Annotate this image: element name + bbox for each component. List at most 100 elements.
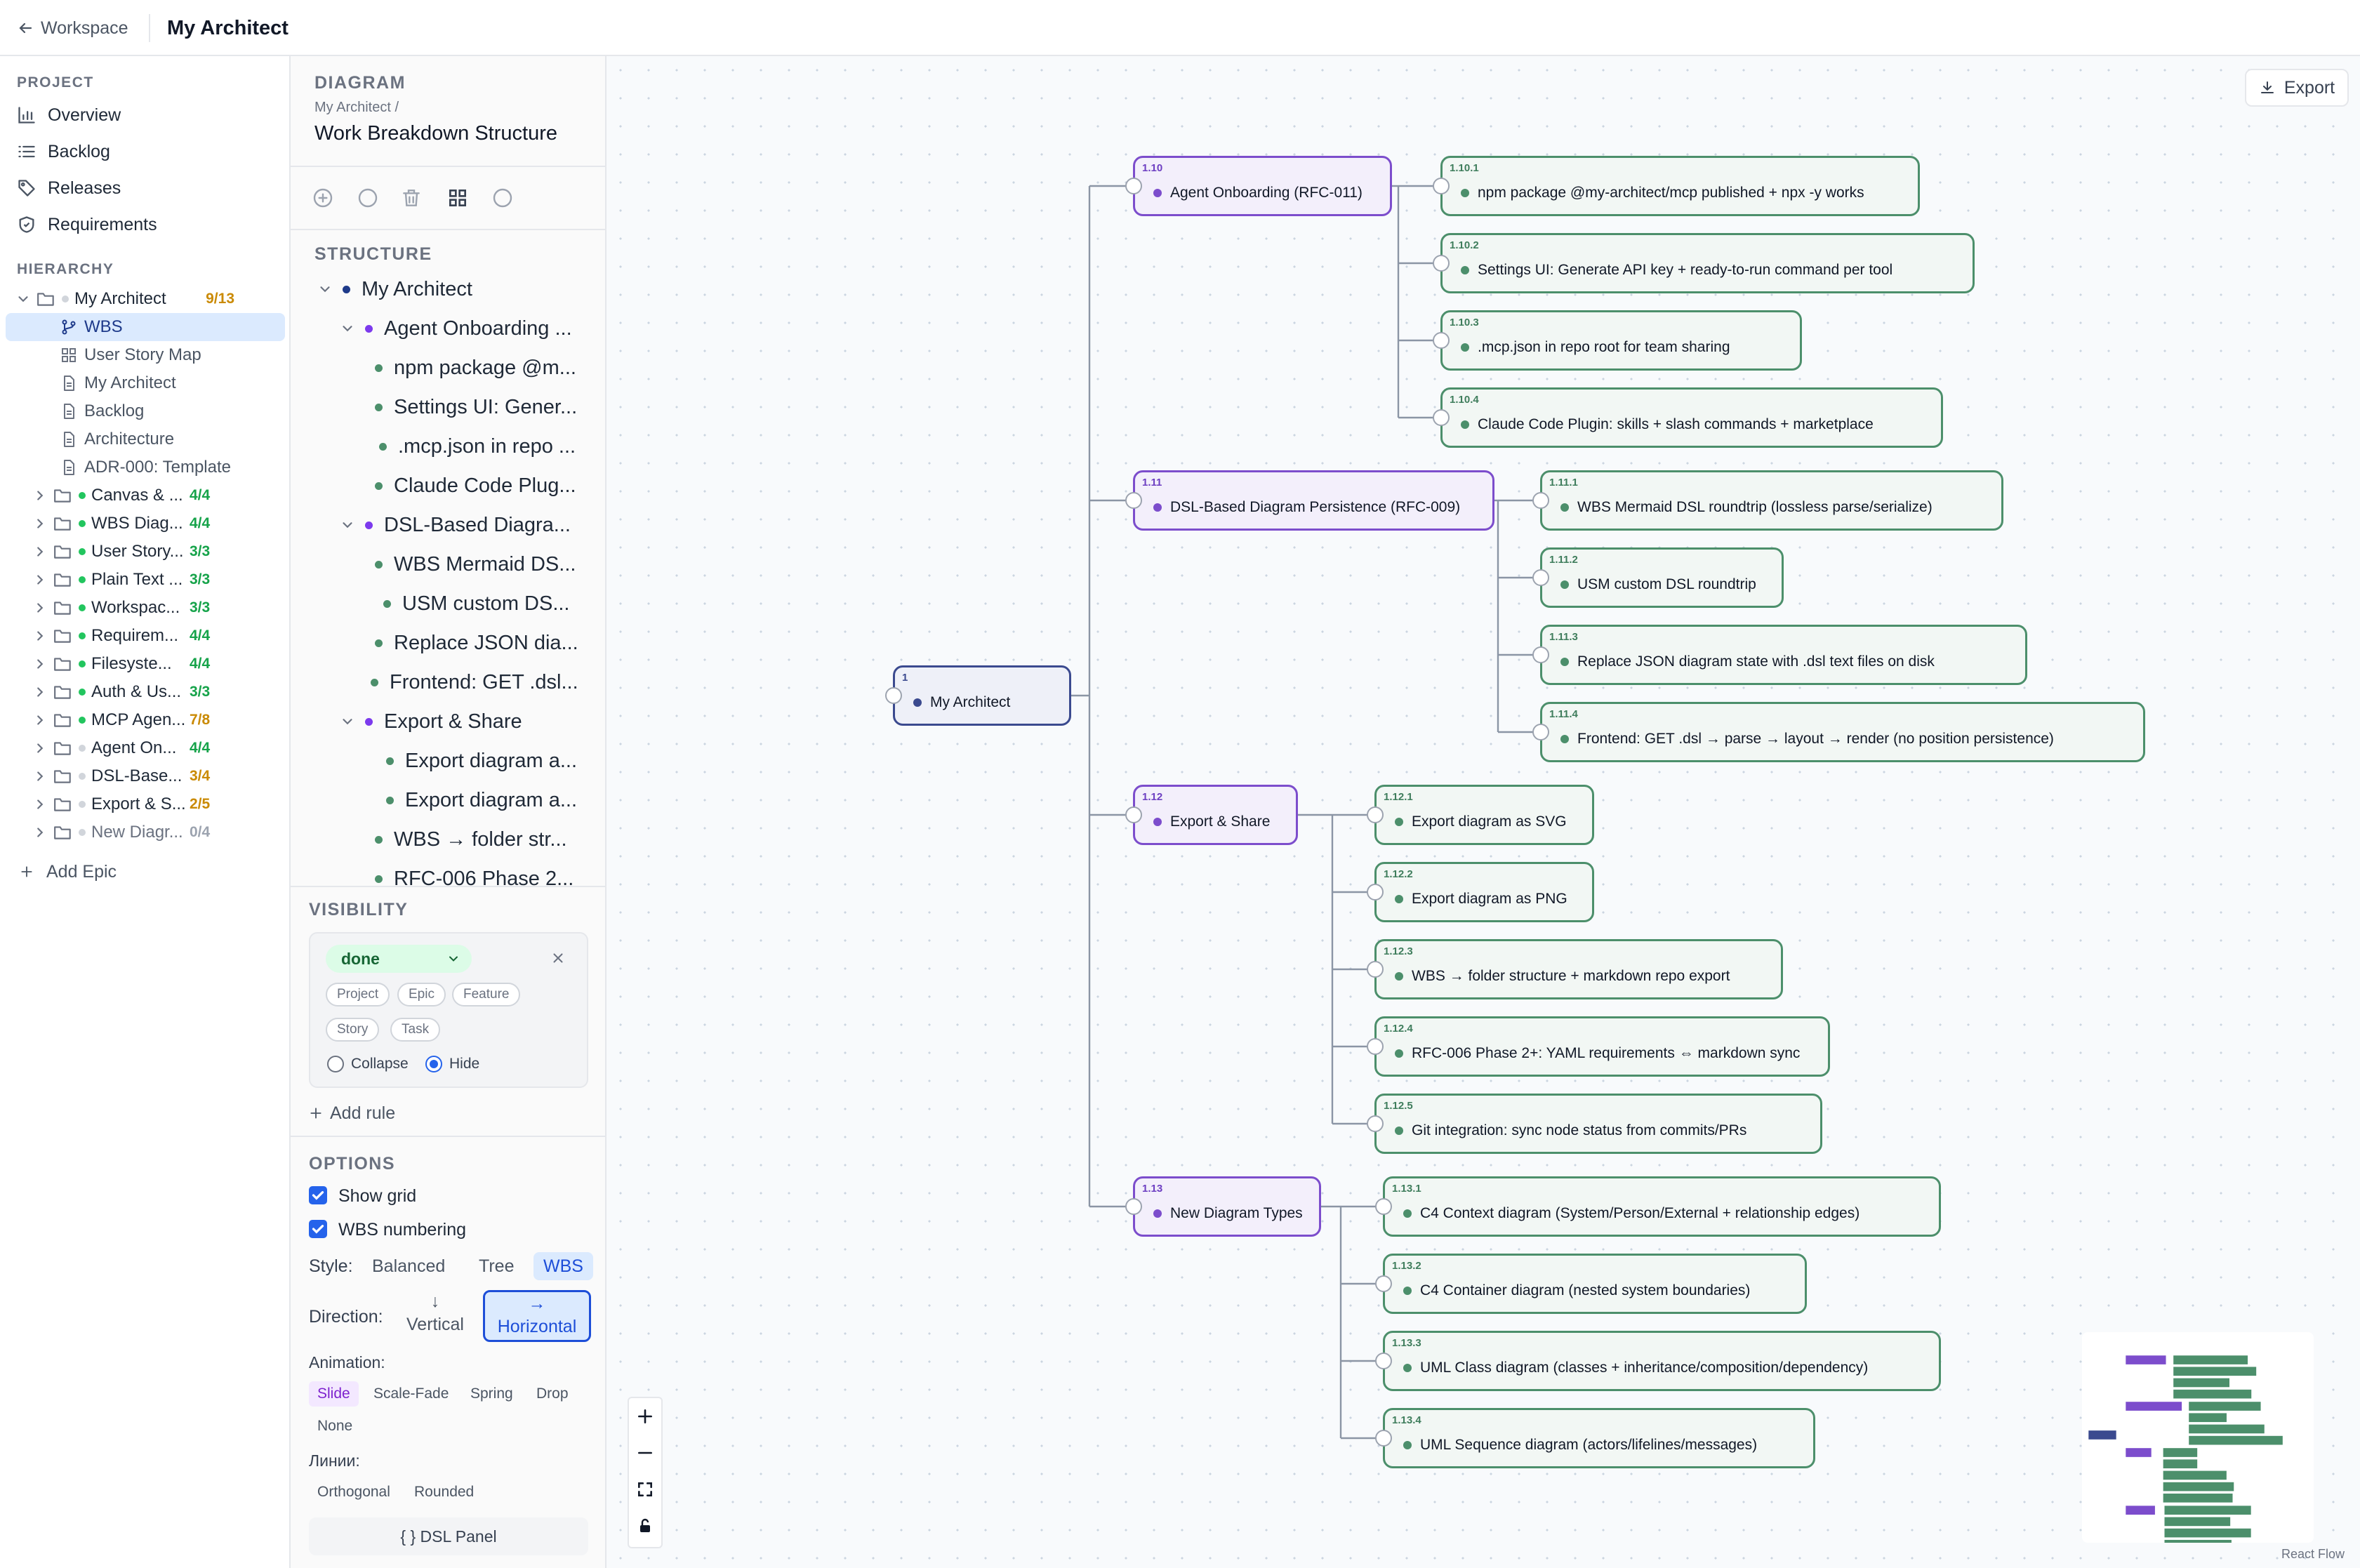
hierarchy-item-wbs[interactable] [6, 313, 285, 341]
lock-button[interactable] [629, 1508, 661, 1544]
connection-handle[interactable] [1125, 492, 1142, 509]
type-chip-task[interactable]: Task [390, 1018, 441, 1042]
export-button[interactable]: Export [2245, 69, 2349, 107]
animation-option-slide[interactable]: Slide [309, 1381, 359, 1407]
connection-handle[interactable] [1375, 1430, 1392, 1447]
hierarchy-item-user-story-map[interactable]: User Story Map [60, 341, 201, 369]
add-rule-button[interactable]: Add rule [309, 1101, 395, 1126]
hierarchy-item-wbs-row[interactable]: WBS [60, 313, 123, 341]
zoom-in-button[interactable] [629, 1398, 661, 1435]
connection-handle[interactable] [1532, 724, 1549, 740]
back-to-workspace-link[interactable]: Workspace [17, 13, 128, 44]
tree-node[interactable]: Claude Code Plug... [375, 470, 576, 501]
hierarchy-epic[interactable]: New Diagr...0/4 [32, 818, 285, 846]
tree-node[interactable]: Export & Share [340, 706, 522, 737]
connection-handle[interactable] [1367, 806, 1384, 823]
hierarchy-epic[interactable]: Agent On...4/4 [32, 734, 285, 762]
direction-horizontal-button[interactable]: → Horizontal [483, 1290, 591, 1342]
fit-view-button[interactable] [629, 1471, 661, 1508]
hierarchy-epic[interactable]: WBS Diag...4/4 [32, 510, 285, 538]
dsl-panel-button[interactable]: { } DSL Panel [309, 1517, 588, 1555]
hierarchy-epic[interactable]: Auth & Us...3/3 [32, 678, 285, 706]
style-option-balanced[interactable]: Balanced [372, 1256, 446, 1276]
nav-overview[interactable]: Overview [17, 100, 121, 131]
wbs-numbering-checkbox[interactable] [309, 1220, 327, 1238]
hierarchy-epic[interactable]: Export & S...2/5 [32, 790, 285, 818]
connection-handle[interactable] [1433, 409, 1450, 426]
connection-handle[interactable] [1532, 646, 1549, 663]
tree-node[interactable]: WBS Mermaid DS... [375, 549, 576, 580]
hierarchy-root[interactable]: My Architect 9/13 [6, 285, 285, 313]
tree-node[interactable]: npm package @m... [375, 352, 576, 383]
tree-node[interactable]: Frontend: GET .dsl... [371, 667, 578, 698]
tree-node[interactable]: RFC-006 Phase 2... [375, 863, 574, 886]
connection-handle[interactable] [1433, 178, 1450, 194]
connection-handle[interactable] [885, 687, 902, 704]
tree-node[interactable]: Settings UI: Gener... [375, 392, 577, 423]
tree-node[interactable]: WBS → folder str... [375, 824, 567, 855]
hierarchy-epic[interactable]: Plain Text ...3/3 [32, 566, 285, 594]
tree-node[interactable]: DSL-Based Diagra... [340, 510, 571, 540]
circle-tool-icon[interactable] [357, 187, 379, 209]
hierarchy-item-doc[interactable]: Architecture [60, 425, 174, 453]
connection-handle[interactable] [1367, 961, 1384, 978]
connection-handle[interactable] [1375, 1353, 1392, 1369]
style-option-tree[interactable]: Tree [479, 1256, 515, 1276]
animation-option-spring[interactable]: Spring [470, 1386, 513, 1402]
hide-radio[interactable] [425, 1056, 442, 1072]
collapse-radio[interactable] [327, 1056, 344, 1072]
tree-node[interactable]: .mcp.json in repo ... [379, 431, 576, 462]
tree-node[interactable]: Agent Onboarding ... [340, 313, 572, 344]
style-option-wbs[interactable]: WBS [533, 1252, 593, 1280]
tree-node[interactable]: My Architect [317, 274, 472, 305]
nav-releases[interactable]: Releases [17, 173, 121, 204]
direction-vertical-button[interactable]: ↓ Vertical [399, 1290, 472, 1342]
hierarchy-epic[interactable]: MCP Agen...7/8 [32, 706, 285, 734]
zoom-out-button[interactable] [629, 1435, 661, 1471]
add-node-icon[interactable] [312, 187, 334, 209]
animation-option-drop[interactable]: Drop [536, 1386, 569, 1402]
tree-node[interactable]: Replace JSON dia... [375, 627, 578, 658]
connection-handle[interactable] [1375, 1275, 1392, 1292]
tree-node[interactable]: Export diagram a... [386, 745, 577, 776]
minimap[interactable] [2082, 1332, 2314, 1543]
hierarchy-item-doc[interactable]: ADR-000: Template [60, 453, 231, 481]
connection-handle[interactable] [1125, 1198, 1142, 1215]
connection-handle[interactable] [1367, 884, 1384, 901]
close-icon[interactable] [550, 950, 566, 966]
hierarchy-epic[interactable]: Workspac...3/3 [32, 594, 285, 622]
animation-option-none[interactable]: None [317, 1418, 353, 1434]
add-epic-button[interactable]: Add Epic [20, 858, 117, 886]
connection-handle[interactable] [1367, 1038, 1384, 1055]
animation-option-scale-fade[interactable]: Scale-Fade [373, 1386, 449, 1402]
tree-node[interactable]: USM custom DS... [383, 588, 570, 619]
type-chip-epic[interactable]: Epic [397, 983, 446, 1006]
circle-tool-icon[interactable] [491, 187, 514, 209]
hierarchy-epic[interactable]: DSL-Base...3/4 [32, 762, 285, 790]
react-flow-attribution[interactable]: React Flow [2281, 1547, 2345, 1561]
wbs-task-node[interactable]: 1.10.3.mcp.json in repo root for team sh… [1433, 310, 1802, 371]
breadcrumb[interactable]: My Architect / [314, 100, 399, 115]
hierarchy-epic[interactable]: Filesyste...4/4 [32, 650, 285, 678]
layout-grid-icon[interactable] [446, 187, 469, 209]
connection-handle[interactable] [1532, 492, 1549, 509]
connection-handle[interactable] [1433, 255, 1450, 272]
show-grid-checkbox[interactable] [309, 1186, 327, 1204]
